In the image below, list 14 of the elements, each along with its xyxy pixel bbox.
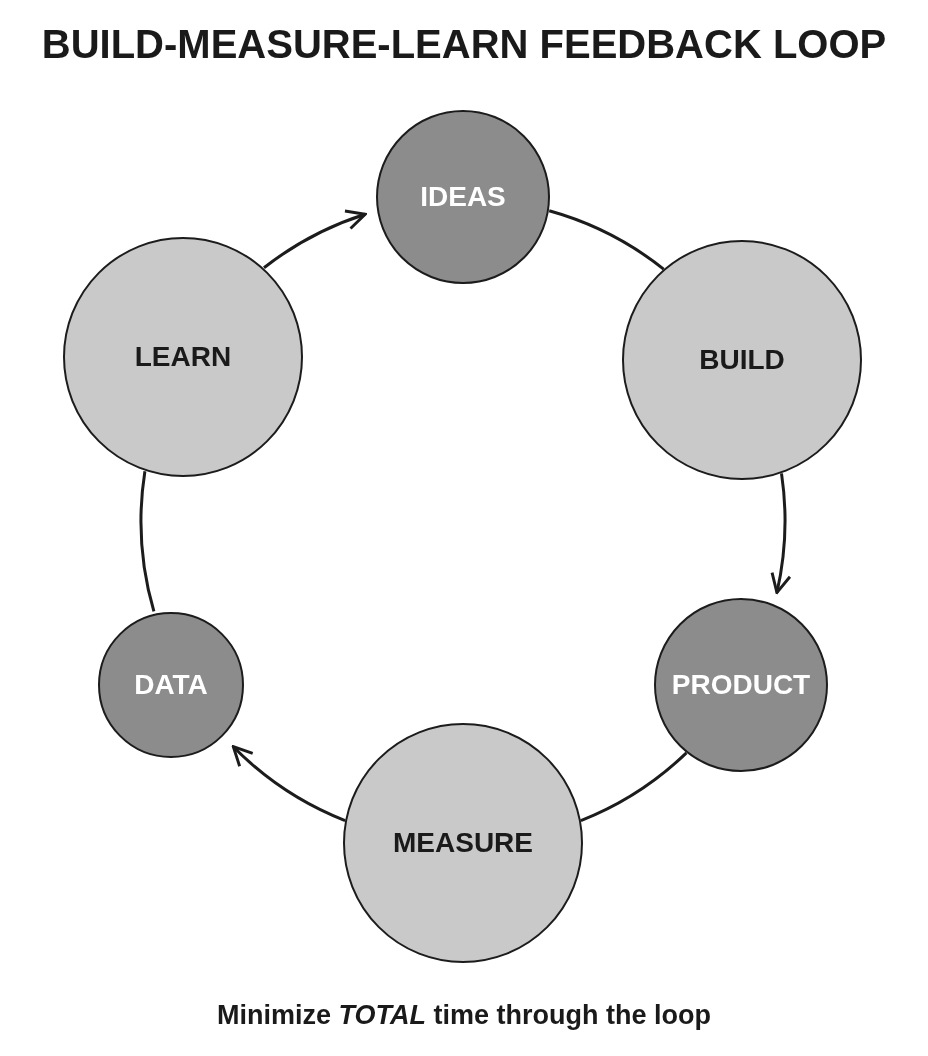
stage-label: LEARN: [134, 341, 232, 373]
connector-line: [580, 751, 688, 822]
curved-arrow: [769, 473, 791, 595]
curved-arrow: [263, 210, 367, 269]
caption: Minimize TOTAL time through the loop: [217, 1000, 711, 1030]
stage-label: BUILD: [699, 344, 785, 376]
curved-arrow: [231, 745, 346, 822]
stage-label: MEASURE: [393, 827, 533, 859]
stage-label: PRODUCT: [671, 669, 811, 701]
stage-label: DATA: [134, 669, 208, 701]
diagram-title: BUILD-MEASURE-LEARN FEEDBACK LOOP: [40, 22, 888, 67]
connector-line: [548, 209, 665, 271]
stage-label: IDEAS: [420, 181, 506, 213]
connector-line: [139, 471, 156, 612]
